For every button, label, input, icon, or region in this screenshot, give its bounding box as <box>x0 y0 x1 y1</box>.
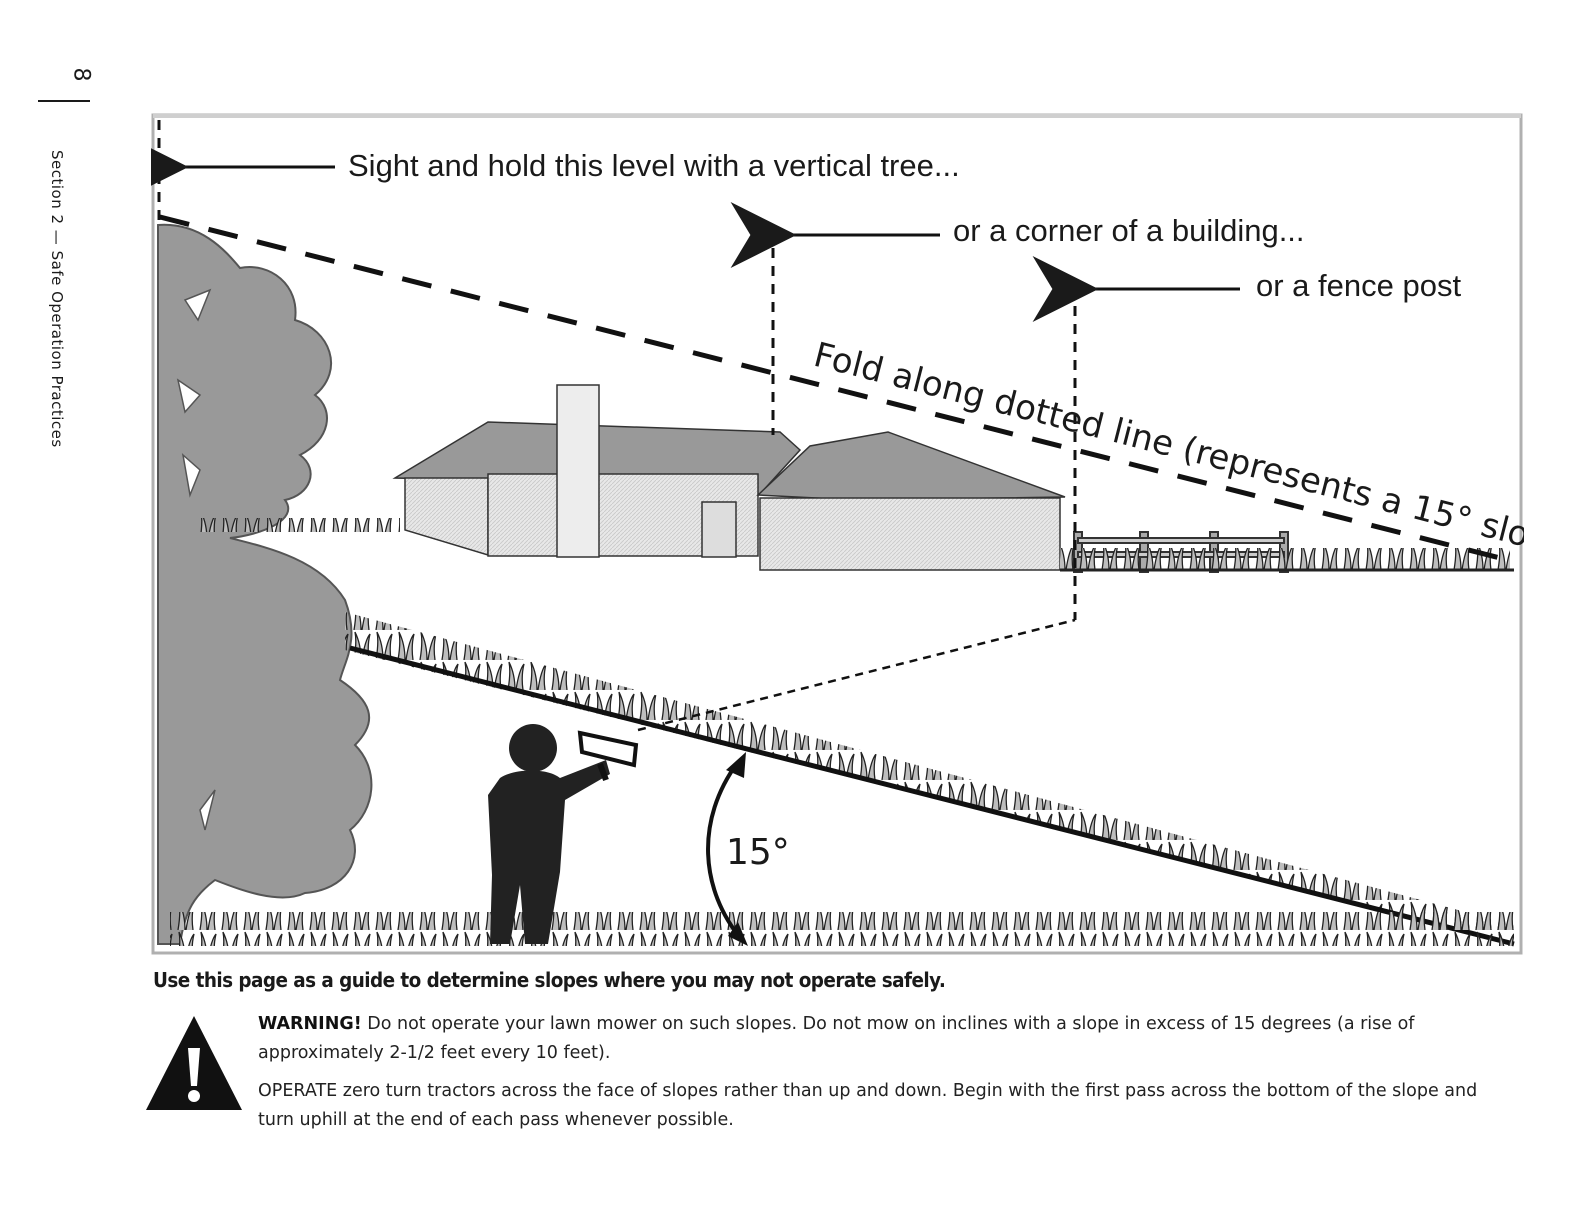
side-rule <box>38 100 90 102</box>
warning-triangle-icon <box>143 1012 245 1114</box>
slope-guide-illustration: Sight and hold this level with a vertica… <box>151 113 1524 956</box>
section-label: Section 2 — Safe Operation Practices <box>48 150 66 448</box>
operate-paragraph: OPERATE zero turn tractors across the fa… <box>258 1077 1478 1135</box>
page-number: 8 <box>69 60 94 90</box>
house-chimney <box>557 385 599 557</box>
horizon-grass-left <box>200 518 400 532</box>
callout-tree: Sight and hold this level with a vertica… <box>348 148 960 183</box>
ground-grass <box>170 912 1514 946</box>
warning-text: Do not operate your lawn mower on such s… <box>258 1014 1414 1063</box>
house-door <box>702 502 736 557</box>
garage-wall <box>760 498 1060 570</box>
guide-heading: Use this page as a guide to determine sl… <box>153 968 945 992</box>
fence-grass <box>1060 548 1510 570</box>
warning-label: WARNING! <box>258 1014 362 1034</box>
warning-paragraph: WARNING! Do not operate your lawn mower … <box>258 1010 1478 1068</box>
callout-building: or a corner of a building... <box>953 213 1305 248</box>
callout-fence: or a fence post <box>1256 268 1461 303</box>
angle-label: 15° <box>726 832 790 873</box>
